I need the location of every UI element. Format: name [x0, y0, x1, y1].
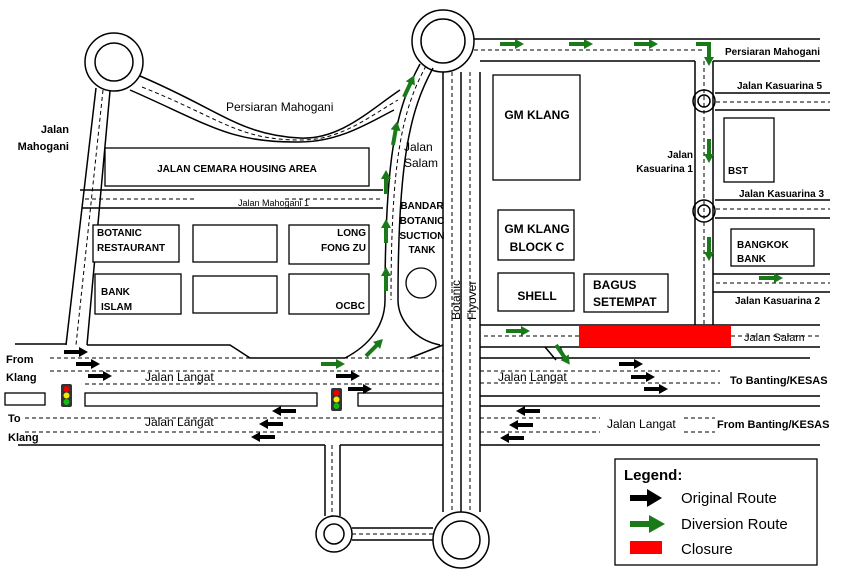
label-jalan-kasuarina-1b: Kasuarina 1: [636, 164, 693, 175]
green-arrow-icon: [630, 515, 665, 533]
label-jalan-langat-1: Jalan Langat: [145, 370, 214, 384]
label-from-banting: From Banting/KESAS: [717, 419, 829, 431]
block-long-fong-zu: [288, 224, 370, 265]
arrow-original: [500, 433, 524, 443]
label-long-fong-zu-2: FONG ZU: [321, 243, 366, 254]
arrow-original: [644, 384, 668, 394]
label-from-klang-1: From: [6, 354, 34, 366]
arrow-diversion: [634, 39, 658, 49]
label-to-klang-1: To: [8, 413, 21, 425]
label-gm-klang-block-c-2: BLOCK C: [510, 240, 565, 254]
label-bank-islam-1: BANK: [101, 287, 131, 298]
label-jalan-salam-v1: Jalan: [404, 140, 433, 154]
arrow-original: [631, 372, 655, 382]
label-botanic-flyover-1: Botanic: [449, 280, 463, 320]
arrow-original: [259, 419, 283, 429]
label-jalan-langat-2: Jalan Langat: [145, 415, 214, 429]
label-housing-area: JALAN CEMARA HOUSING AREA: [157, 164, 317, 175]
arrow-diversion: [381, 267, 391, 291]
legend-label-diversion: Diversion Route: [681, 516, 788, 533]
traffic-light-east: [331, 388, 342, 411]
block-empty-1: [192, 224, 278, 263]
label-jalan-kasuarina-2: Jalan Kasuarina 2: [735, 296, 820, 307]
arrow-original: [516, 406, 540, 416]
label-persiaran-mahogani-east: Persiaran Mahogani: [725, 47, 820, 58]
arrow-original: [76, 359, 100, 369]
legend-label-closure: Closure: [681, 541, 733, 558]
suction-tank: [405, 267, 437, 299]
label-persiaran-mahogani-west: Persiaran Mahogani: [226, 100, 333, 114]
label-to-banting: To Banting/KESAS: [730, 375, 828, 387]
label-bangkok-bank-2: BANK: [737, 254, 767, 265]
legend-label-original: Original Route: [681, 490, 777, 507]
label-jalan-salam-h: Jalan Salam: [744, 332, 805, 344]
label-bst: BST: [728, 166, 748, 177]
label-long-fong-zu-1: LONG: [337, 228, 366, 239]
legend-title: Legend:: [624, 467, 682, 484]
arrow-diversion: [551, 342, 574, 368]
arrow-diversion: [381, 219, 391, 243]
label-jalan-kasuarina-5: Jalan Kasuarina 5: [737, 81, 822, 92]
label-bagus-setempat-2: SETEMPAT: [593, 295, 657, 309]
label-jalan-kasuarina-3: Jalan Kasuarina 3: [739, 189, 824, 200]
label-jalan-langat-3: Jalan Langat: [498, 370, 567, 384]
arrow-original: [619, 359, 643, 369]
label-suction-tank-1: BANDAR: [400, 201, 444, 212]
label-jalan-mahogani-2: Mahogani: [18, 141, 69, 153]
block-bank-islam: [94, 273, 182, 315]
diversion-route-arrows: [321, 39, 783, 369]
arrow-original: [88, 371, 112, 381]
red-box-icon: [630, 541, 662, 554]
label-gm-klang: GM KLANG: [504, 108, 569, 122]
label-botanic-restaurant-2: RESTAURANT: [97, 243, 165, 254]
block-shell: [497, 272, 575, 312]
arrow-original: [251, 432, 275, 442]
arrow-original: [336, 371, 360, 381]
label-shell: SHELL: [517, 289, 556, 303]
label-botanic-restaurant-1: BOTANIC: [97, 228, 142, 239]
arrow-original: [64, 347, 88, 357]
label-to-klang-2: Klang: [8, 432, 39, 444]
label-jalan-mahogani-1-road: Jalan Mahogani 1: [238, 198, 309, 208]
label-gm-klang-block-c-1: GM KLANG: [504, 222, 569, 236]
label-jalan-langat-4: Jalan Langat: [607, 417, 676, 431]
block-ocbc: [288, 273, 370, 315]
black-arrow-icon: [630, 489, 662, 507]
block-bangkok-bank: [730, 228, 815, 267]
label-bangkok-bank-1: BANGKOK: [737, 240, 789, 251]
label-jalan-salam-v2: Salam: [404, 156, 438, 170]
traffic-light-west: [61, 384, 72, 407]
label-suction-tank-4: TANK: [408, 245, 436, 256]
block-bst: [723, 117, 775, 183]
label-suction-tank-3: SUCTION: [400, 231, 445, 242]
label-suction-tank-2: BOTANIC: [400, 216, 445, 227]
label-botanic-flyover-2: Flyover: [465, 281, 479, 320]
label-bagus-setempat-1: BAGUS: [593, 278, 636, 292]
roundabout-nw: [84, 32, 144, 92]
block-gm-klang: [492, 74, 581, 181]
arrow-diversion: [362, 335, 387, 360]
block-gm-klang-block-c: [497, 209, 575, 261]
label-jalan-kasuarina-1a: Jalan: [667, 150, 693, 161]
block-housing-area: [104, 147, 370, 187]
legend: Legend: Original Route Diversion Route C…: [614, 458, 818, 566]
block-bagus-setempat: [583, 273, 669, 313]
arrow-diversion: [500, 39, 524, 49]
arrow-diversion: [506, 326, 530, 336]
label-bank-islam-2: ISLAM: [101, 302, 132, 313]
closure-jalan-salam: [579, 326, 731, 347]
arrow-diversion: [321, 359, 345, 369]
label-from-klang-2: Klang: [6, 372, 37, 384]
label-ocbc: OCBC: [336, 301, 365, 312]
map-labels: Persiaran Mahogani Persiaran Mahogani Ja…: [6, 47, 829, 444]
block-empty-2: [192, 275, 278, 314]
buildings: [92, 74, 815, 315]
arrow-diversion: [569, 39, 593, 49]
arrow-original: [509, 420, 533, 430]
block-botanic-restaurant: [92, 224, 180, 263]
label-jalan-mahogani-1: Jalan: [41, 124, 69, 136]
arrow-original: [272, 406, 296, 416]
roundabout-south-west: [315, 515, 353, 553]
